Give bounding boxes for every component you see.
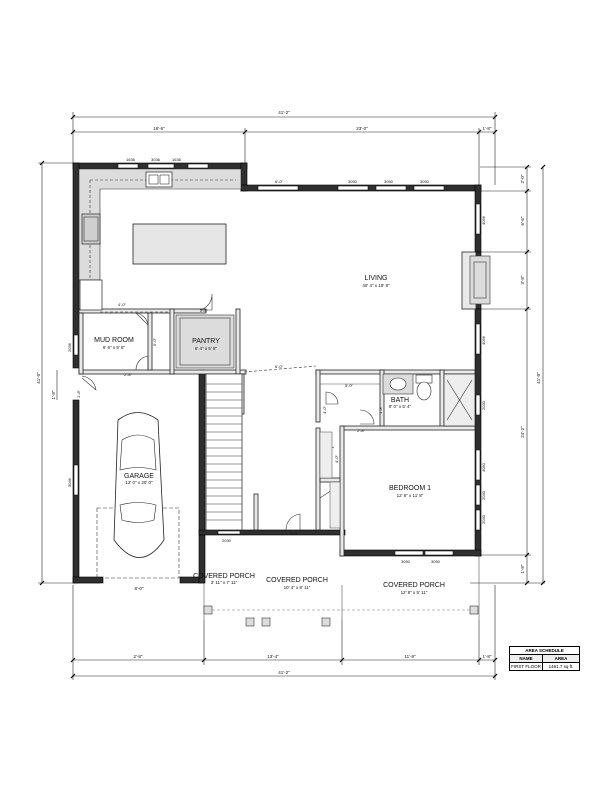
label-kitchen-w3: 1636: [172, 157, 182, 162]
room-labels: LIVING 40' 4" x 19' 8" MUD ROOM 6' 6" x …: [94, 275, 445, 595]
label-bed-bottom-w1: 3050: [401, 559, 411, 564]
room-porch-3-size: 12' 8" x 5' 11": [401, 590, 428, 595]
dim-overall-bottom: 41'-2": [278, 670, 290, 675]
room-porch-1: COVERED PORCH: [193, 573, 255, 580]
room-garage: GARAGE: [124, 473, 154, 480]
dim-top-right: 1'-8": [483, 126, 492, 131]
label-kitchen-w1: 1636: [126, 157, 136, 162]
area-schedule-title: AREA SCHEDULE: [510, 647, 579, 655]
dim-right-4: 24'-2": [520, 426, 525, 438]
room-pantry-size: 6' 4" x 5' 8": [195, 346, 218, 351]
room-bedroom: BEDROOM 1: [389, 485, 431, 492]
kitchen-sink: [145, 171, 173, 188]
dim-top-left: 16'-6": [153, 126, 165, 131]
room-porch-2: COVERED PORCH: [266, 577, 328, 584]
room-bedroom-size: 12' 8" x 11' 8": [397, 493, 424, 498]
label-opening-hall: 6'-0": [275, 364, 284, 369]
label-right-w2: 4056: [481, 335, 486, 345]
garage-car: [96, 412, 180, 579]
room-porch-1-size: 3' 11" x 7' 11": [211, 580, 238, 585]
dim-left-lower: 1'-8": [51, 390, 56, 399]
dim-bottom-right: 11'-8": [404, 654, 416, 659]
closet-shelf-2: [329, 481, 341, 529]
label-garage-window: 3046: [67, 477, 72, 487]
dim-garage-width: 8'-0": [135, 586, 144, 591]
label-bath-top: 5'-0": [345, 383, 354, 388]
room-garage-size: 12' 0" x 20' 0": [125, 480, 153, 485]
table-row: FIRST FLOOR 1461.7 sq ft.: [510, 663, 579, 670]
refrigerator: [79, 279, 103, 311]
label-living-w2: 3050: [384, 179, 394, 184]
area-schedule-row-name: FIRST FLOOR: [510, 663, 543, 670]
label-porch-window: 2030: [222, 538, 232, 543]
dim-bottom-left: 2'-8": [134, 654, 143, 659]
windows: [73, 163, 481, 556]
label-bed-bottom-w2: 3050: [431, 559, 441, 564]
label-bath-side: 1'-8": [378, 405, 383, 414]
window-labels: 1636 3036 1636 6'-0" 3050 3050 3050 4056…: [67, 157, 486, 564]
dim-right-overall: 41'-0": [536, 372, 541, 384]
bath-fixtures: [319, 373, 476, 427]
room-porch-3: COVERED PORCH: [383, 582, 445, 589]
dim-bottom-far-right: 1'-8": [483, 654, 492, 659]
area-schedule-col-name: NAME: [510, 655, 543, 662]
porch-column: [321, 617, 331, 627]
area-schedule-row-area: 1461.7 sq ft.: [548, 664, 574, 669]
porch-column: [261, 617, 271, 627]
room-mud-size: 6' 6" x 5' 8": [103, 345, 126, 350]
label-kitchen-w2: 3036: [151, 157, 161, 162]
area-schedule-header: NAME AREA: [510, 655, 579, 663]
label-living-w3: 3050: [420, 179, 430, 184]
pantry-shelving: [175, 314, 235, 369]
dim-overall-top: 41'-2": [278, 110, 290, 115]
room-porch-2-size: 10' 4" x 8' 11": [284, 585, 311, 590]
dim-bottom-mid: 13'-4": [267, 654, 279, 659]
label-bed-window-3: 2030: [481, 514, 486, 524]
dim-right-3: 3'-8": [520, 275, 525, 284]
closet-shelf: [319, 431, 333, 479]
label-closet-side-2: 4'-0": [334, 454, 339, 463]
dim-right-5: 1'-8": [520, 564, 525, 573]
porch-column: [245, 617, 255, 627]
label-mud-door: 2'-8": [124, 372, 133, 377]
dim-right-2: 6'-6": [520, 216, 525, 225]
room-living: LIVING: [365, 275, 388, 282]
label-opening-mud: 4'-0": [118, 302, 127, 307]
label-right-w1: 4056: [481, 215, 486, 225]
range: [81, 213, 101, 245]
label-bath-window: 2030: [481, 400, 486, 410]
staircase: [205, 373, 243, 531]
room-pantry: PANTRY: [192, 338, 220, 345]
label-garage-door: 1'-8": [76, 389, 81, 398]
label-bed-window-2: 2030: [481, 490, 486, 500]
area-schedule: AREA SCHEDULE NAME AREA FIRST FLOOR 1461…: [509, 646, 580, 671]
room-mud: MUD ROOM: [94, 337, 134, 344]
label-living-w1: 3050: [348, 179, 358, 184]
area-schedule-col-area: AREA: [554, 656, 568, 661]
label-bath-door: 2'-8": [357, 428, 366, 433]
label-bed-window-1: 4050: [481, 462, 486, 472]
label-entry-door: 3'-0": [290, 531, 299, 536]
label-closet-side: 4'-0": [322, 405, 327, 414]
porch-column: [203, 605, 213, 615]
room-living-size: 40' 4" x 19' 8": [362, 283, 390, 288]
top-dimensions: 41'-2" 16'-6" 23'-0" 1'-8": [70, 110, 498, 185]
dim-top-mid: 23'-0": [356, 126, 368, 131]
room-bath: BATH: [391, 397, 409, 404]
label-mud-window: 2036: [67, 342, 72, 352]
label-mud-side: 5'-0": [152, 337, 157, 346]
dim-left-overall: 41'-0": [36, 372, 41, 384]
fireplace: [461, 251, 491, 310]
label-opening-pantry: 2'-8": [200, 308, 209, 313]
room-bath-size: 9' 0" x 5' 4": [389, 404, 412, 409]
bottom-dimensions: 2'-8" 13'-4" 11'-8" 1'-8" 41'-2": [70, 585, 498, 680]
kitchen: [78, 168, 242, 311]
label-living-opening: 6'-0": [275, 179, 284, 184]
dim-right-1: 2'-0": [520, 174, 525, 183]
porch-column: [469, 605, 479, 615]
porch: [203, 556, 480, 627]
right-dimensions: 2'-0" 6'-6" 3'-8" 24'-2" 1'-8" 41'-0": [470, 164, 546, 586]
kitchen-island: [132, 223, 227, 265]
